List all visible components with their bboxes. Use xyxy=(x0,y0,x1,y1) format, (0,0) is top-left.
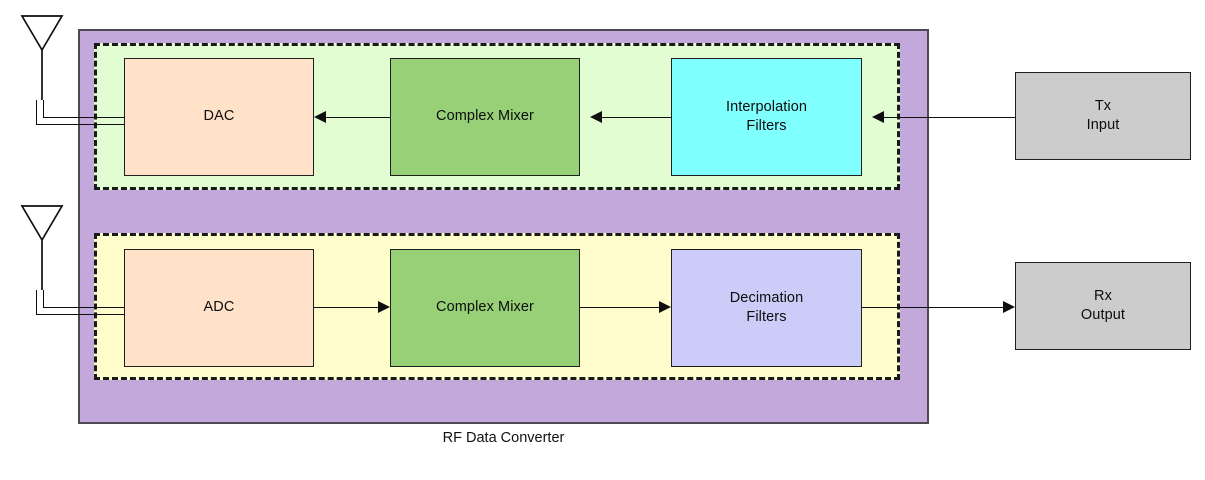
connector-interp-to-mixer xyxy=(602,117,671,118)
block-complex-mixer-tx-label: Complex Mixer xyxy=(436,108,534,125)
block-dac-label: DAC xyxy=(203,108,235,125)
tx-feed-vertical-inner xyxy=(43,100,44,117)
block-decimation-filters-line2: Filters xyxy=(746,309,787,325)
connector-decim-to-rxoutput xyxy=(862,307,1003,308)
block-complex-mixer-rx-label: Complex Mixer xyxy=(436,299,534,316)
arrowhead-interp-to-mixer xyxy=(590,111,602,123)
block-adc-label: ADC xyxy=(203,299,235,316)
block-rx-output-label: Rx Output xyxy=(1081,287,1125,325)
arrowhead-adc-to-mixer xyxy=(378,301,390,313)
block-tx-input-line2: Input xyxy=(1086,117,1120,133)
connector-txinput-to-interp xyxy=(884,117,1015,118)
block-decimation-filters-label: Decimation Filters xyxy=(730,289,804,327)
block-tx-input-label: Tx Input xyxy=(1087,97,1120,135)
tx-feed-horizontal-outer xyxy=(36,124,124,125)
block-adc[interactable]: ADC xyxy=(124,249,314,367)
tx-feed-horizontal-inner xyxy=(43,117,124,118)
block-rx-output[interactable]: Rx Output xyxy=(1015,262,1191,350)
block-complex-mixer-tx[interactable]: Complex Mixer xyxy=(390,58,580,176)
block-interpolation-filters-line1: Interpolation xyxy=(725,98,808,115)
block-dac[interactable]: DAC xyxy=(124,58,314,176)
arrowhead-mixer-to-dac xyxy=(314,111,326,123)
diagram-caption: RF Data Converter xyxy=(442,430,565,446)
connector-mixer-to-dac xyxy=(326,117,390,118)
arrowhead-decim-to-rxoutput xyxy=(1003,301,1015,313)
block-complex-mixer-rx[interactable]: Complex Mixer xyxy=(390,249,580,367)
arrowhead-mixer-to-decim xyxy=(659,301,671,313)
block-rx-output-line1: Rx xyxy=(1094,287,1112,304)
tx-feed-vertical-outer xyxy=(36,100,37,124)
rx-feed-vertical-outer xyxy=(36,290,37,314)
block-tx-input[interactable]: Tx Input xyxy=(1015,72,1191,160)
block-interpolation-filters-line2: Filters xyxy=(746,118,787,134)
rx-feed-vertical-inner xyxy=(43,290,44,307)
block-interpolation-filters[interactable]: Interpolation Filters xyxy=(671,58,862,176)
block-tx-input-line1: Tx xyxy=(1094,97,1112,114)
connector-adc-to-mixer xyxy=(314,307,378,308)
block-decimation-filters[interactable]: Decimation Filters xyxy=(671,249,862,367)
rx-antenna-icon xyxy=(20,205,64,290)
tx-antenna-icon xyxy=(20,15,64,100)
arrowhead-txinput-to-interp xyxy=(872,111,884,123)
rx-feed-horizontal-inner xyxy=(43,307,124,308)
rx-feed-horizontal-outer xyxy=(36,314,124,315)
rx-antenna xyxy=(10,198,74,318)
block-rx-output-line2: Output xyxy=(1080,307,1126,323)
tx-antenna xyxy=(10,8,74,128)
block-interpolation-filters-label: Interpolation Filters xyxy=(726,98,807,136)
block-decimation-filters-line1: Decimation xyxy=(729,289,804,306)
connector-mixer-to-decim xyxy=(580,307,659,308)
